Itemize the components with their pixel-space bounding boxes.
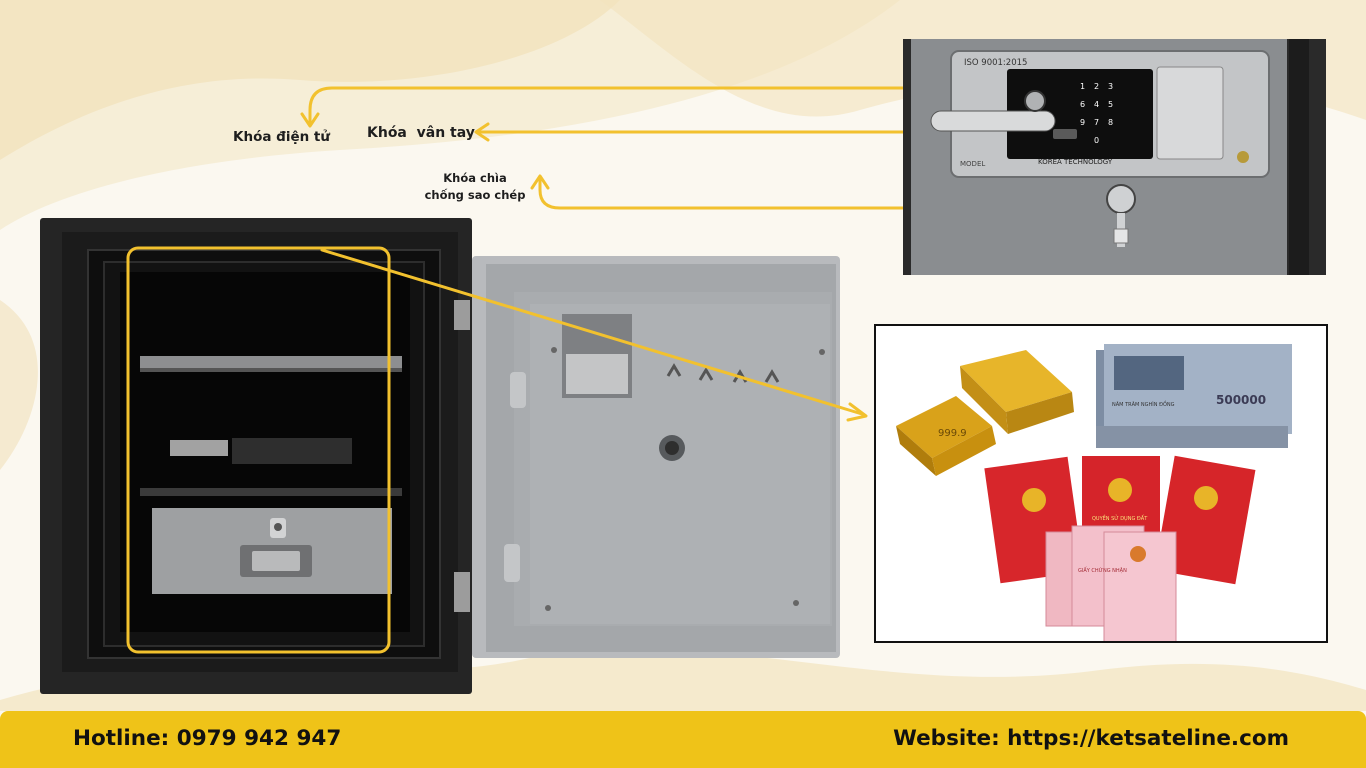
banknote-text: NĂM TRĂM NGHÌN ĐỒNG xyxy=(1112,399,1175,408)
brand-label: KOREA TECHNOLOGY xyxy=(1038,158,1113,166)
keypad-key: 5 xyxy=(1108,100,1114,109)
interior-highlight-frame xyxy=(126,246,391,654)
keypad-key: 9 xyxy=(1080,118,1086,127)
certificate-title: QUYỀN SỬ DỤNG ĐẤT xyxy=(1092,514,1148,522)
certificate-pink-text: GIẤY CHỨNG NHẬN xyxy=(1078,566,1127,574)
key-lock-label-line1: Khóa chìa xyxy=(443,171,507,185)
keypad-key: 8 xyxy=(1108,118,1114,127)
iso-label: ISO 9001:2015 xyxy=(964,58,1028,68)
keypad-key: 7 xyxy=(1094,118,1100,127)
keypad-key: 2 xyxy=(1094,82,1100,91)
lock-panel-photo xyxy=(903,39,1326,275)
gold-bar-icon xyxy=(896,350,1074,476)
safe-illustration xyxy=(40,218,472,694)
banknote-value: 500000 xyxy=(1216,393,1266,407)
hotline-text[interactable]: Hotline: 0979 942 947 xyxy=(73,726,342,751)
keypad: 1 2 3 4 5 6 7 8 9 0 xyxy=(1010,80,1120,150)
footer-bar: Hotline: 0979 942 947 Website: https://k… xyxy=(0,711,1366,768)
website-link[interactable]: Website: https://ketsateline.com xyxy=(893,726,1289,751)
fingerprint-lock-label: Khóa vân tay xyxy=(367,125,475,141)
key-lock-label-line2: chống sao chép xyxy=(424,188,526,202)
gold-bar-text: 999.9 xyxy=(938,428,967,439)
keypad-key: 0 xyxy=(1094,136,1100,145)
valuables-panel: 999.9 500000 NĂM TRĂM NGHÌN ĐỒNG xyxy=(874,324,1328,643)
keypad-key: 4 xyxy=(1094,100,1100,109)
keypad-key: 6 xyxy=(1080,100,1086,109)
banknote-icon xyxy=(1096,344,1292,448)
key-lock-label: Khóa chìa chống sao chép xyxy=(420,170,530,204)
pink-certificate-icon xyxy=(1045,525,1177,643)
safe-door xyxy=(472,256,840,658)
electronic-lock-label: Khóa điện tử xyxy=(233,129,330,145)
keypad-key: 1 xyxy=(1080,82,1086,91)
keypad-key: 3 xyxy=(1108,82,1114,91)
model-label: MODEL xyxy=(960,160,986,168)
valuables-illustration: 999.9 500000 NĂM TRĂM NGHÌN ĐỒNG xyxy=(896,344,1292,643)
